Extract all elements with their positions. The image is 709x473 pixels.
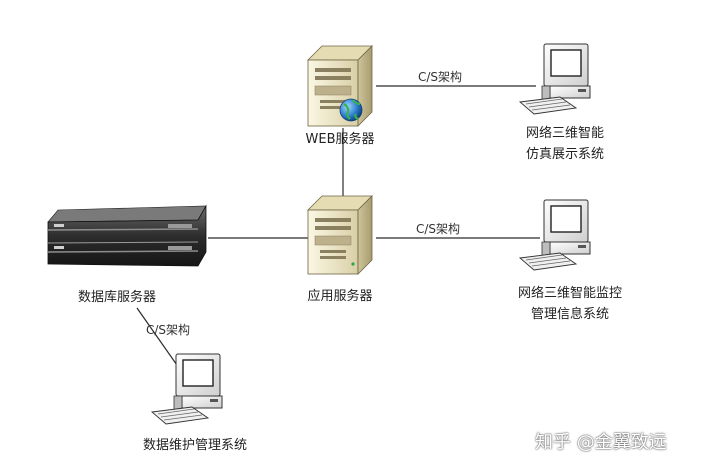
edge-db-maint-label: C/S架构	[146, 323, 191, 337]
db-server-label: 数据库服务器	[77, 290, 156, 305]
monitor-client-label-line1: 网络三维智能监控	[517, 286, 622, 301]
web-server-icon	[307, 45, 373, 127]
monitor-client-computer-icon	[518, 199, 591, 271]
app-server-label: 应用服务器	[307, 289, 373, 304]
sim-client-label-line2: 仿真展示系统	[525, 147, 604, 162]
monitor-client-label-line2: 管理信息系统	[530, 307, 609, 322]
watermark-text: 知乎 @金翼致远	[535, 432, 667, 453]
maint-client-label: 数据维护管理系统	[142, 438, 247, 453]
edge-web-sim-label: C/S架构	[418, 70, 463, 84]
maint-client-computer-icon	[150, 353, 223, 425]
monitor-client-label: 网络三维智能监控 管理信息系统	[495, 285, 645, 324]
db-server-icon	[47, 204, 207, 267]
globe-icon	[339, 98, 363, 122]
edge-app-monitor-label: C/S架构	[416, 222, 461, 236]
sim-client-computer-icon	[518, 43, 591, 115]
web-server-label: WEB服务器	[305, 132, 375, 147]
connection-lines	[136, 85, 540, 389]
sim-client-label-line1: 网络三维智能	[525, 126, 604, 141]
sim-client-label: 网络三维智能 仿真展示系统	[500, 125, 630, 164]
app-server-icon	[307, 195, 373, 275]
